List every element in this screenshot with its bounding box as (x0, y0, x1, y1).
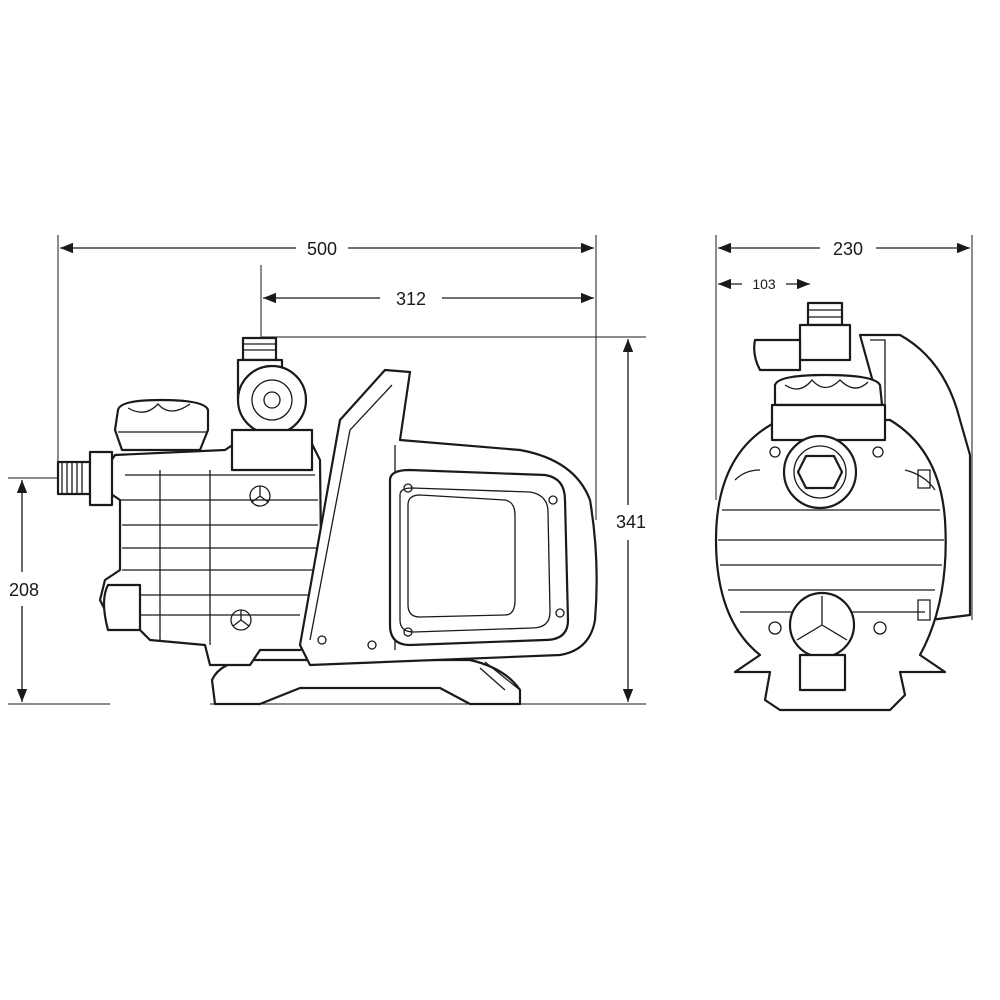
dimension-outlet-offset: 103 (752, 276, 776, 292)
dimension-overall-length: 500 (307, 239, 337, 259)
side-view (8, 235, 646, 706)
dimension-overall-height: 341 (616, 512, 646, 532)
front-view (714, 235, 973, 712)
dimension-inlet-height: 208 (9, 580, 39, 600)
dimension-outlet-to-rear: 312 (396, 289, 426, 309)
dimension-overall-width: 230 (833, 239, 863, 259)
